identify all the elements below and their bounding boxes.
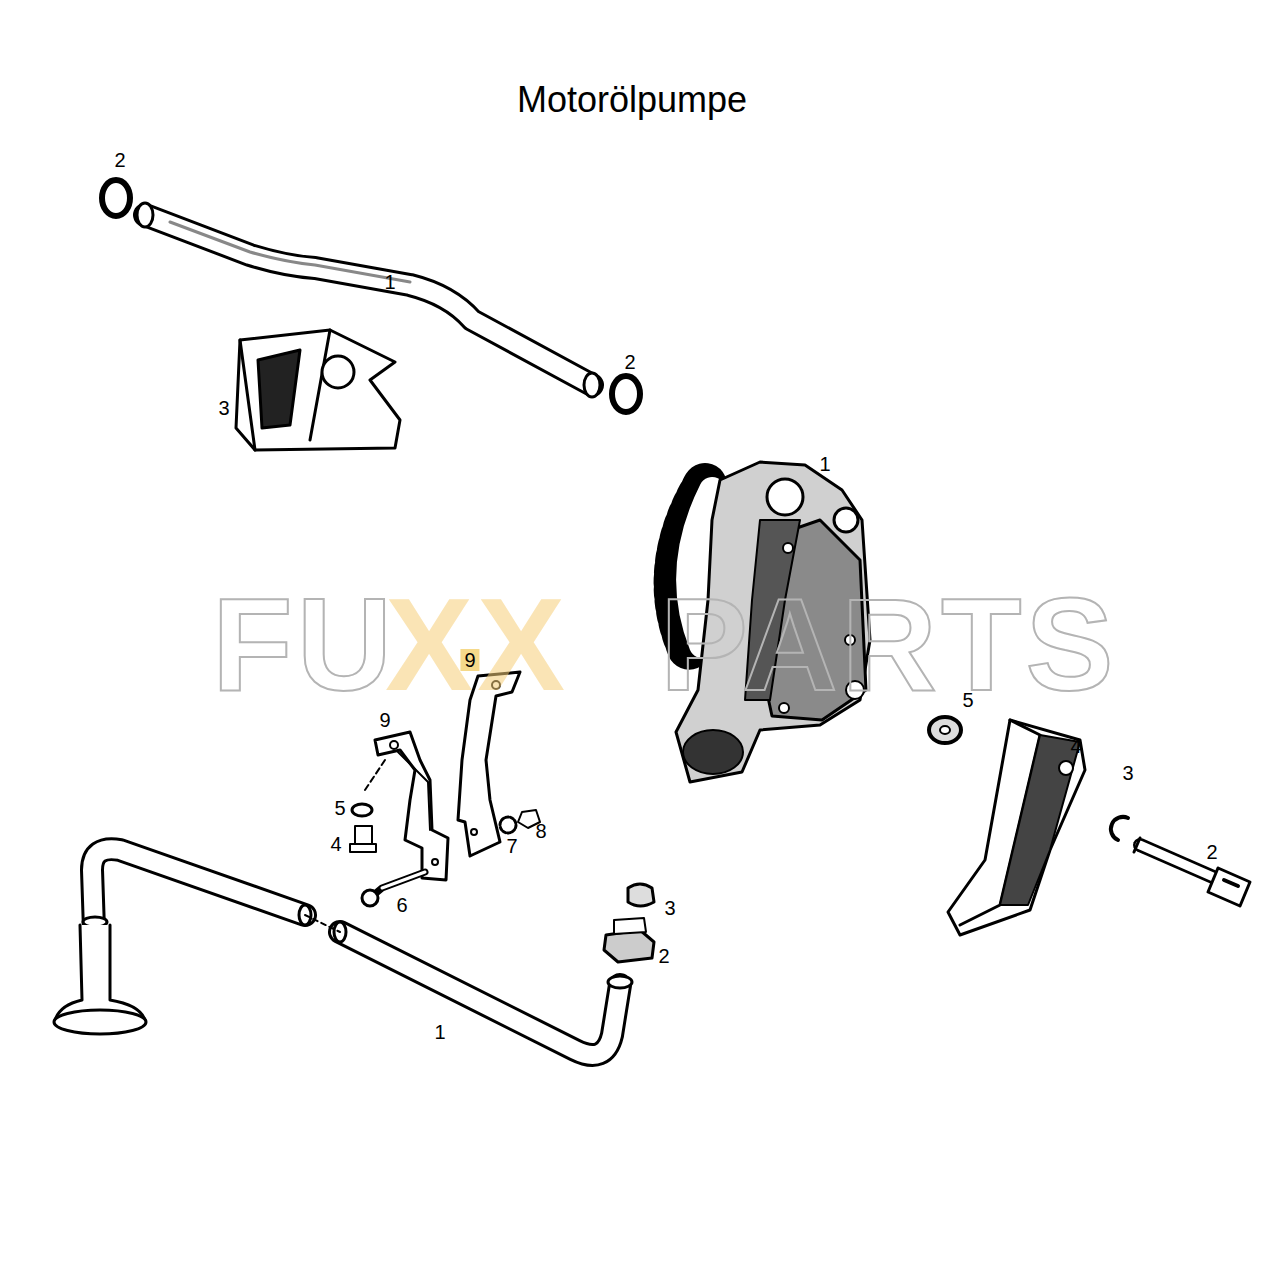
callout-number: 7 (506, 836, 517, 856)
callout-number: 2 (114, 150, 125, 170)
watermark: FU (212, 579, 396, 711)
diagram-title: Motorölpumpe (517, 82, 747, 118)
callout-number: 1 (384, 272, 395, 292)
callout-number: 2 (658, 946, 669, 966)
callout-number: 8 (535, 821, 546, 841)
callout-number: 4 (330, 834, 341, 854)
callout-number: 9 (379, 710, 390, 730)
callout-number: 3 (218, 398, 229, 418)
callout-number: 6 (396, 895, 407, 915)
callout-number: 1 (819, 454, 830, 474)
watermark: XX (385, 579, 569, 711)
callout-number: 3 (1122, 763, 1133, 783)
callout-number: 1 (434, 1022, 445, 1042)
watermark: PARTS (660, 579, 1118, 711)
callout-number: 3 (664, 898, 675, 918)
callout-number: 4 (1070, 736, 1081, 756)
callout-number: 2 (624, 352, 635, 372)
callout-number: 5 (334, 798, 345, 818)
callout-number: 2 (1206, 842, 1217, 862)
